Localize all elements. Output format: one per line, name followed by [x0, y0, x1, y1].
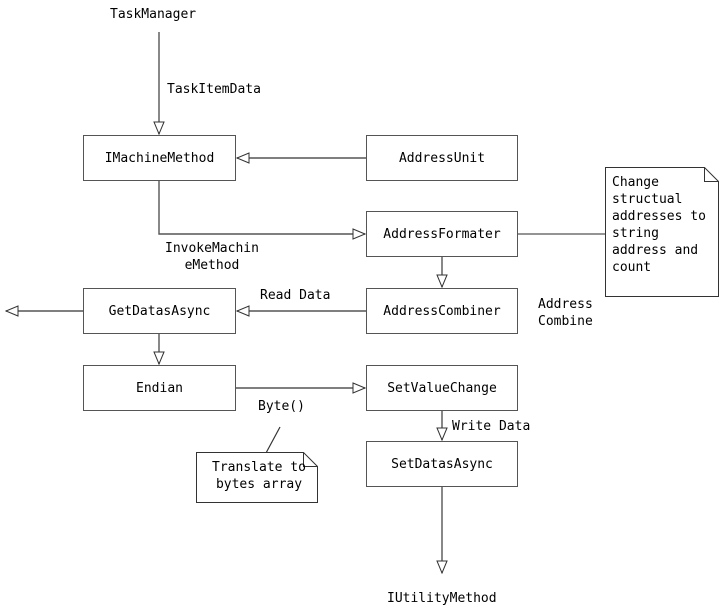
node-setvaluechange[interactable]: SetValueChange [366, 365, 518, 411]
node-addresscombiner[interactable]: AddressCombiner [366, 288, 518, 334]
note-address-change-text: Change structual addresses to string add… [612, 175, 706, 275]
note-shape [196, 452, 318, 503]
note-shape [605, 167, 719, 297]
node-setdatasasync[interactable]: SetDatasAsync [366, 441, 518, 487]
label-taskitemdata: TaskItemData [167, 82, 261, 97]
node-endian[interactable]: Endian [83, 365, 236, 411]
note-translate-bytes-text: Translate to bytes array [212, 460, 306, 492]
label-taskmanager: TaskManager [110, 7, 197, 22]
label-iutilitymethod: IUtilityMethod [387, 591, 497, 606]
node-addressformater[interactable]: AddressFormater [366, 211, 518, 257]
node-getdatasasync[interactable]: GetDatasAsync [83, 288, 236, 334]
node-addressunit[interactable]: AddressUnit [366, 135, 518, 181]
edge-imachinemethod-to-addressformater [158, 181, 365, 234]
edge-note-to-byte [265, 426, 281, 454]
node-imachinemethod[interactable]: IMachineMethod [83, 135, 236, 181]
label-byte-call: Byte() [258, 399, 305, 414]
label-addresscombine: Address Combine [538, 297, 593, 329]
note-address-change[interactable]: Change structual addresses to string add… [605, 167, 719, 297]
label-writedata: Write Data [452, 419, 531, 434]
label-invokemachinemethod: InvokeMachin eMethod [165, 241, 259, 273]
label-readdata: Read Data [260, 288, 331, 303]
note-translate-bytes[interactable]: Translate to bytes array [196, 452, 318, 503]
